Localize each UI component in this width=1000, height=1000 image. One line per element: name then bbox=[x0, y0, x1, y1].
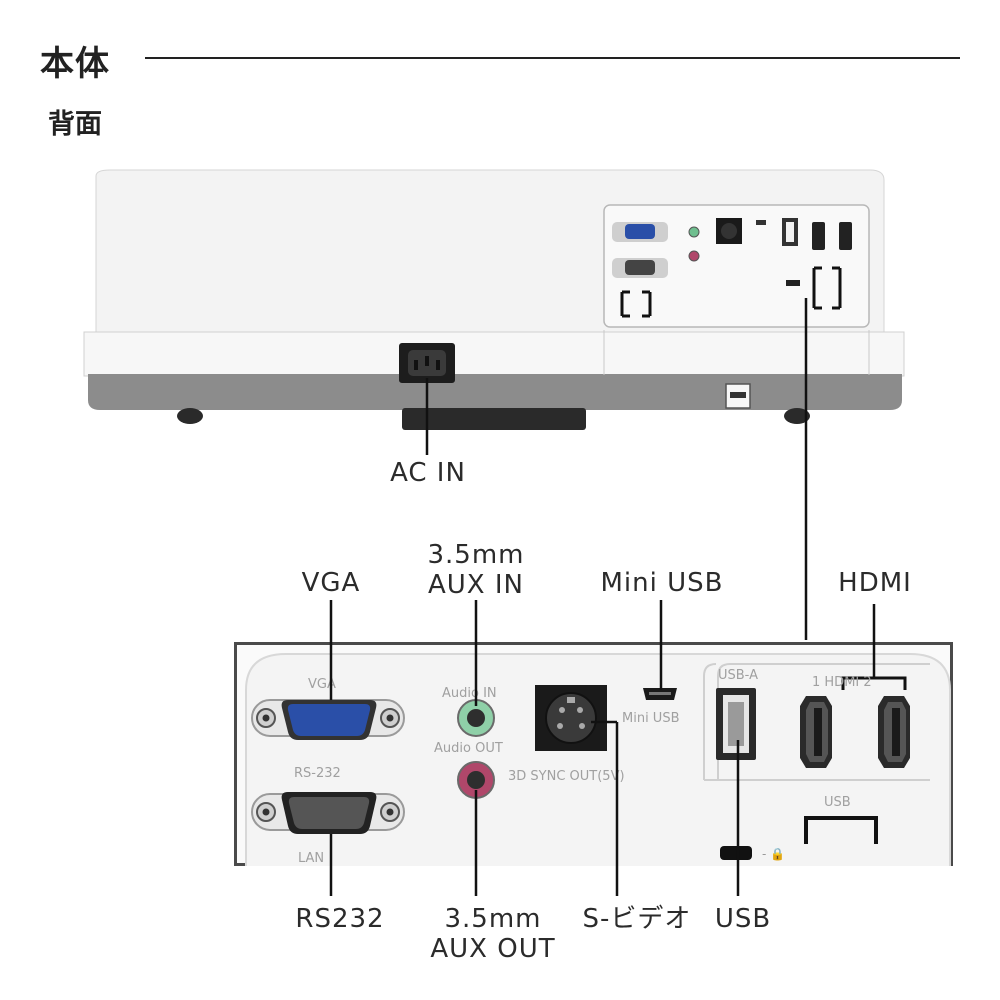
panel-print-audio-out: Audio OUT bbox=[434, 741, 503, 756]
label-mini-usb: Mini USB bbox=[600, 568, 724, 598]
label-aux-out: 3.5mm AUX OUT bbox=[418, 904, 568, 964]
label-ac-in: AC IN bbox=[390, 458, 466, 488]
audio-out-jack bbox=[457, 761, 495, 799]
label-hdmi: HDMI bbox=[838, 568, 912, 598]
vga-port bbox=[251, 699, 405, 740]
panel-print-lan: LAN bbox=[298, 851, 324, 866]
panel-print-rs232: RS-232 bbox=[294, 766, 341, 781]
hdmi-port-1 bbox=[800, 696, 832, 768]
hdmi-port-2 bbox=[878, 696, 910, 768]
mini-usb-port bbox=[643, 688, 677, 700]
title-rule bbox=[145, 57, 960, 59]
page-title: 本体 bbox=[40, 44, 110, 84]
usb-a-port bbox=[716, 688, 756, 760]
label-aux-in-line2: AUX IN bbox=[427, 570, 524, 600]
label-aux-in: 3.5mm AUX IN bbox=[418, 540, 534, 600]
rs232-port bbox=[251, 792, 405, 834]
audio-in-jack bbox=[457, 699, 495, 737]
panel-print-audio-in: Audio IN bbox=[442, 686, 497, 701]
label-vga: VGA bbox=[301, 568, 361, 598]
panel-print-hdmi: 1 HDMI 2 bbox=[812, 675, 872, 690]
svg-text:- 🔒: - 🔒 bbox=[762, 847, 785, 861]
rear-port-panel-small bbox=[603, 204, 870, 375]
label-s-video: S-ビデオ bbox=[582, 904, 692, 934]
panel-print-sync-out: 3D SYNC OUT(5V) bbox=[508, 769, 625, 784]
panel-print-mini-usb: Mini USB bbox=[622, 711, 680, 726]
detail-panel: - 🔒 bbox=[234, 642, 953, 866]
label-aux-out-line2: AUX OUT bbox=[430, 934, 556, 964]
label-usb: USB bbox=[714, 904, 772, 934]
label-aux-out-line1: 3.5mm bbox=[444, 904, 542, 934]
panel-print-vga: VGA bbox=[308, 677, 336, 692]
s-video-port bbox=[535, 685, 607, 751]
panel-print-usb: USB bbox=[824, 795, 851, 810]
detail-leader-lines bbox=[329, 600, 876, 896]
label-rs232: RS232 bbox=[295, 904, 385, 934]
ac-in-socket bbox=[399, 343, 455, 383]
label-aux-in-line1: 3.5mm bbox=[427, 540, 525, 570]
panel-print-usb-a: USB-A bbox=[718, 668, 758, 683]
section-subtitle: 背面 bbox=[48, 109, 102, 140]
